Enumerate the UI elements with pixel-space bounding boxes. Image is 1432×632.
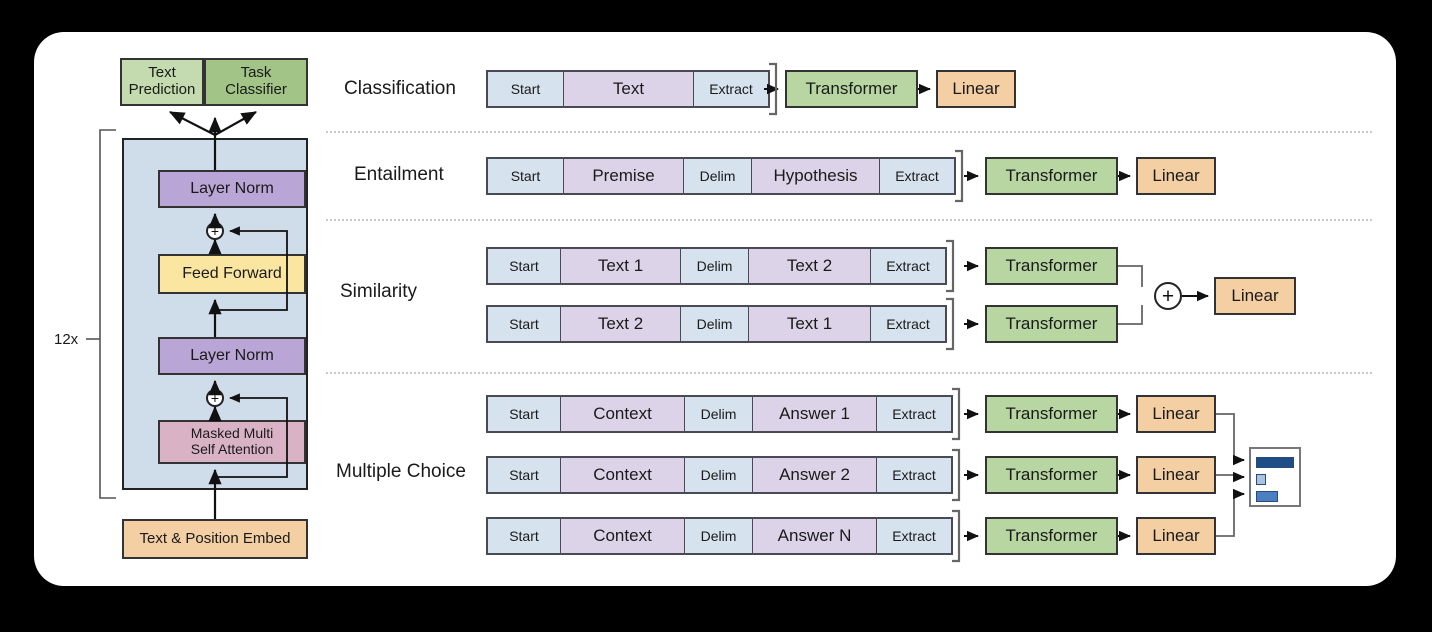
- token-answer-n: Answer N: [752, 519, 876, 553]
- separator-3: [326, 372, 1372, 374]
- transformer-label: Transformer: [1005, 404, 1098, 424]
- linear-label: Linear: [1152, 526, 1200, 546]
- token-delim: Delim: [680, 249, 748, 283]
- token-answer-1: Answer 1: [752, 397, 876, 431]
- feed-forward-label: Feed Forward: [182, 265, 282, 283]
- token-context: Context: [560, 458, 684, 492]
- transformer-label: Transformer: [805, 79, 898, 99]
- entailment-linear: Linear: [1136, 157, 1216, 195]
- token-extract: Extract: [879, 159, 954, 193]
- token-context: Context: [560, 519, 684, 553]
- output-bar-2: [1256, 474, 1266, 485]
- similarity-transformer-1: Transformer: [985, 247, 1118, 285]
- linear-label: Linear: [1152, 404, 1200, 424]
- token-delim: Delim: [683, 159, 751, 193]
- token-hypothesis: Hypothesis: [751, 159, 879, 193]
- token-extract: Extract: [693, 72, 768, 106]
- token-text: Text: [563, 72, 693, 106]
- task-label-entailment: Entailment: [354, 164, 444, 185]
- multiple-choice-transformer-2: Transformer: [985, 456, 1118, 494]
- layer-norm-bottom-label: Layer Norm: [190, 347, 274, 365]
- transformer-label: Transformer: [1005, 314, 1098, 334]
- token-start: Start: [488, 159, 563, 193]
- multiple-choice-linear-2: Linear: [1136, 456, 1216, 494]
- token-premise: Premise: [563, 159, 683, 193]
- token-delim: Delim: [684, 397, 752, 431]
- separator-2: [326, 219, 1372, 221]
- multiple-choice-transformer-3: Transformer: [985, 517, 1118, 555]
- layer-norm-top: Layer Norm: [158, 170, 306, 208]
- task-label-similarity: Similarity: [340, 281, 418, 302]
- classification-linear: Linear: [936, 70, 1016, 108]
- token-extract: Extract: [876, 519, 951, 553]
- residual-add-top-icon: +: [206, 222, 224, 240]
- token-start: Start: [488, 519, 560, 553]
- feed-forward: Feed Forward: [158, 254, 306, 294]
- token-start: Start: [488, 249, 560, 283]
- separator-1: [326, 131, 1372, 133]
- token-extract: Extract: [876, 458, 951, 492]
- transformer-label: Transformer: [1005, 166, 1098, 186]
- multiple-choice-transformer-1: Transformer: [985, 395, 1118, 433]
- transformer-label: Transformer: [1005, 526, 1098, 546]
- task-label-classification: Classification: [344, 78, 456, 99]
- classification-transformer: Transformer: [785, 70, 918, 108]
- token-answer-2: Answer 2: [752, 458, 876, 492]
- output-bar-1: [1256, 457, 1294, 468]
- task-label-multiple-choice: Multiple Choice: [336, 461, 466, 482]
- embed-label: Text & Position Embed: [139, 529, 291, 547]
- entailment-transformer: Transformer: [985, 157, 1118, 195]
- linear-label: Linear: [1152, 465, 1200, 485]
- token-start: Start: [488, 458, 560, 492]
- token-context: Context: [560, 397, 684, 431]
- multiple-choice-output-chart: [1249, 447, 1301, 507]
- residual-add-bottom-icon: +: [206, 389, 224, 407]
- multiple-choice-linear-1: Linear: [1136, 395, 1216, 433]
- token-text-1: Text 1: [560, 249, 680, 283]
- token-delim: Delim: [684, 519, 752, 553]
- token-delim: Delim: [684, 458, 752, 492]
- layer-norm-top-label: Layer Norm: [190, 180, 274, 198]
- token-start: Start: [488, 307, 560, 341]
- linear-label: Linear: [1152, 166, 1200, 186]
- token-text-1: Text 1: [748, 307, 870, 341]
- token-start: Start: [488, 397, 560, 431]
- token-delim: Delim: [680, 307, 748, 341]
- similarity-linear: Linear: [1214, 277, 1296, 315]
- output-bar-3: [1256, 491, 1278, 502]
- multiple-choice-linear-3: Linear: [1136, 517, 1216, 555]
- token-text-2: Text 2: [748, 249, 870, 283]
- similarity-transformer-2: Transformer: [985, 305, 1118, 343]
- linear-label: Linear: [1231, 286, 1279, 306]
- text-and-position-embed: Text & Position Embed: [122, 519, 308, 559]
- token-start: Start: [488, 72, 563, 106]
- transformer-label: Transformer: [1005, 465, 1098, 485]
- token-extract: Extract: [870, 249, 945, 283]
- repeat-count-label: 12x: [54, 331, 79, 348]
- token-text-2: Text 2: [560, 307, 680, 341]
- linear-label: Linear: [952, 79, 1000, 99]
- token-extract: Extract: [870, 307, 945, 341]
- transformer-label: Transformer: [1005, 256, 1098, 276]
- token-extract: Extract: [876, 397, 951, 431]
- similarity-merge-add-icon: +: [1154, 282, 1182, 310]
- layer-norm-bottom: Layer Norm: [158, 337, 306, 375]
